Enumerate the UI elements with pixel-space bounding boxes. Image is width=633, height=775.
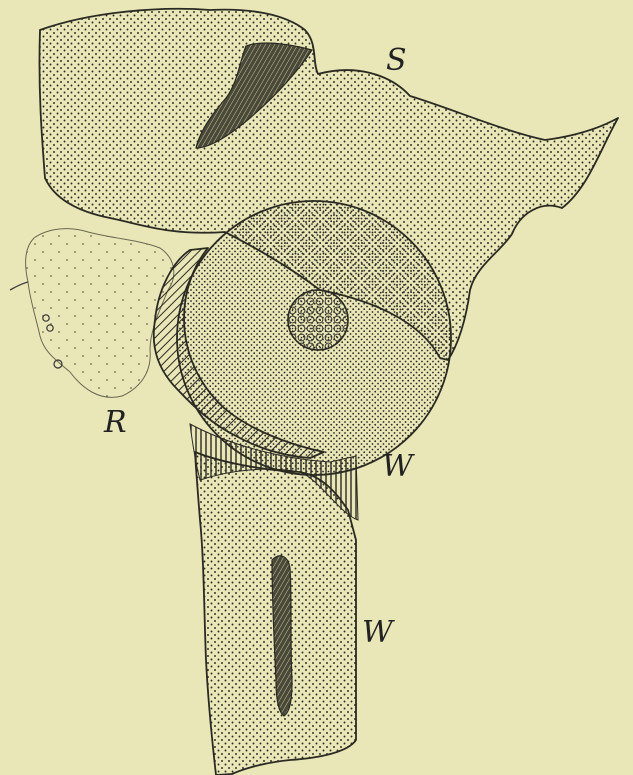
- inner-cell-cluster: [288, 290, 348, 350]
- lobe-r: [26, 229, 174, 398]
- label-w-lower: W: [362, 618, 393, 648]
- label-w-upper: W: [382, 452, 413, 482]
- label-r: R: [104, 408, 127, 438]
- label-s: S: [386, 46, 407, 76]
- lobe-r-stalk: [10, 282, 28, 290]
